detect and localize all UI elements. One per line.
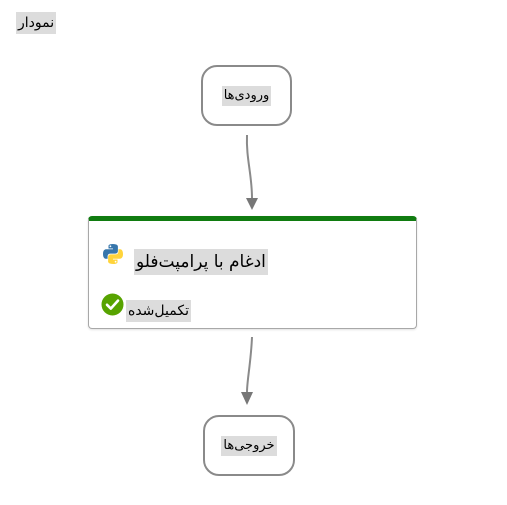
check-circle-icon — [101, 293, 124, 316]
input-node-label: ورودی‌ها — [221, 85, 272, 106]
output-node-label: خروجی‌ها — [221, 435, 277, 456]
input-to-step-arrowhead — [246, 198, 258, 210]
step-to-output-arrowhead — [241, 392, 253, 405]
python-icon — [103, 244, 123, 264]
pipeline-step-card[interactable]: ادغام با پرامپت‌فلو تکمیل‌شده — [88, 216, 417, 329]
input-to-step-connector — [245, 134, 253, 199]
input-node[interactable]: ورودی‌ها — [201, 65, 292, 126]
step-status-label: تکمیل‌شده — [126, 300, 191, 322]
page-title: نمودار — [16, 12, 57, 34]
step-to-output-connector — [246, 336, 253, 393]
step-title: ادغام با پرامپت‌فلو — [134, 249, 268, 275]
output-node[interactable]: خروجی‌ها — [203, 415, 295, 476]
